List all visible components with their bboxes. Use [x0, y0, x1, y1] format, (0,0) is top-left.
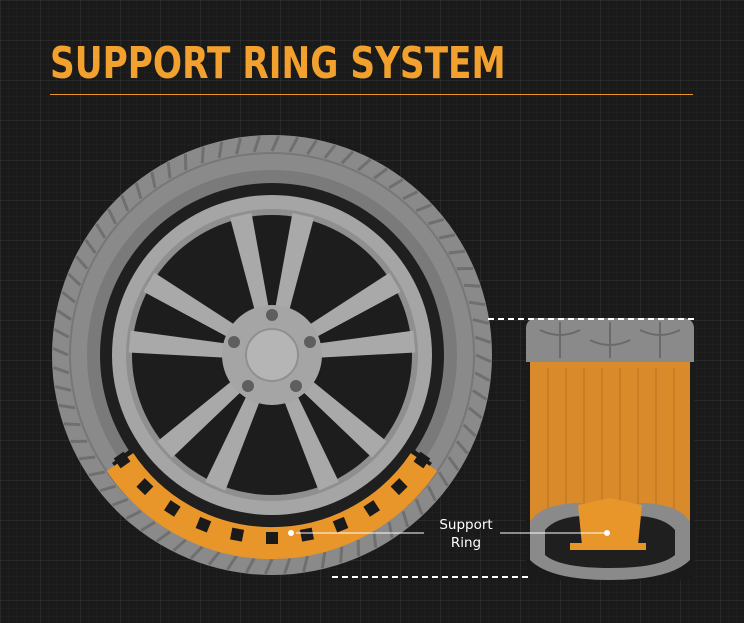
- center-cap: [245, 328, 299, 382]
- rim-spokes: [128, 213, 416, 491]
- tire-tread-pattern: [52, 135, 492, 575]
- wheel-illustration: [52, 135, 492, 575]
- page-title: SUPPORT RING SYSTEM: [50, 38, 506, 89]
- title-divider: [50, 94, 693, 95]
- section-body: [530, 362, 690, 524]
- lug-nuts: [228, 309, 316, 392]
- callout-dot-wheel: [288, 530, 294, 536]
- callout-dot-section: [604, 530, 610, 536]
- support-ring-label-line2: Ring: [450, 535, 482, 551]
- support-ring-label-line1: Support: [439, 517, 493, 533]
- support-ring-label: Support Ring: [430, 516, 502, 552]
- support-ring-holes: [113, 451, 431, 544]
- section-support-ring: [578, 498, 642, 545]
- support-ring: [106, 450, 438, 560]
- tire-cross-section: [526, 318, 694, 580]
